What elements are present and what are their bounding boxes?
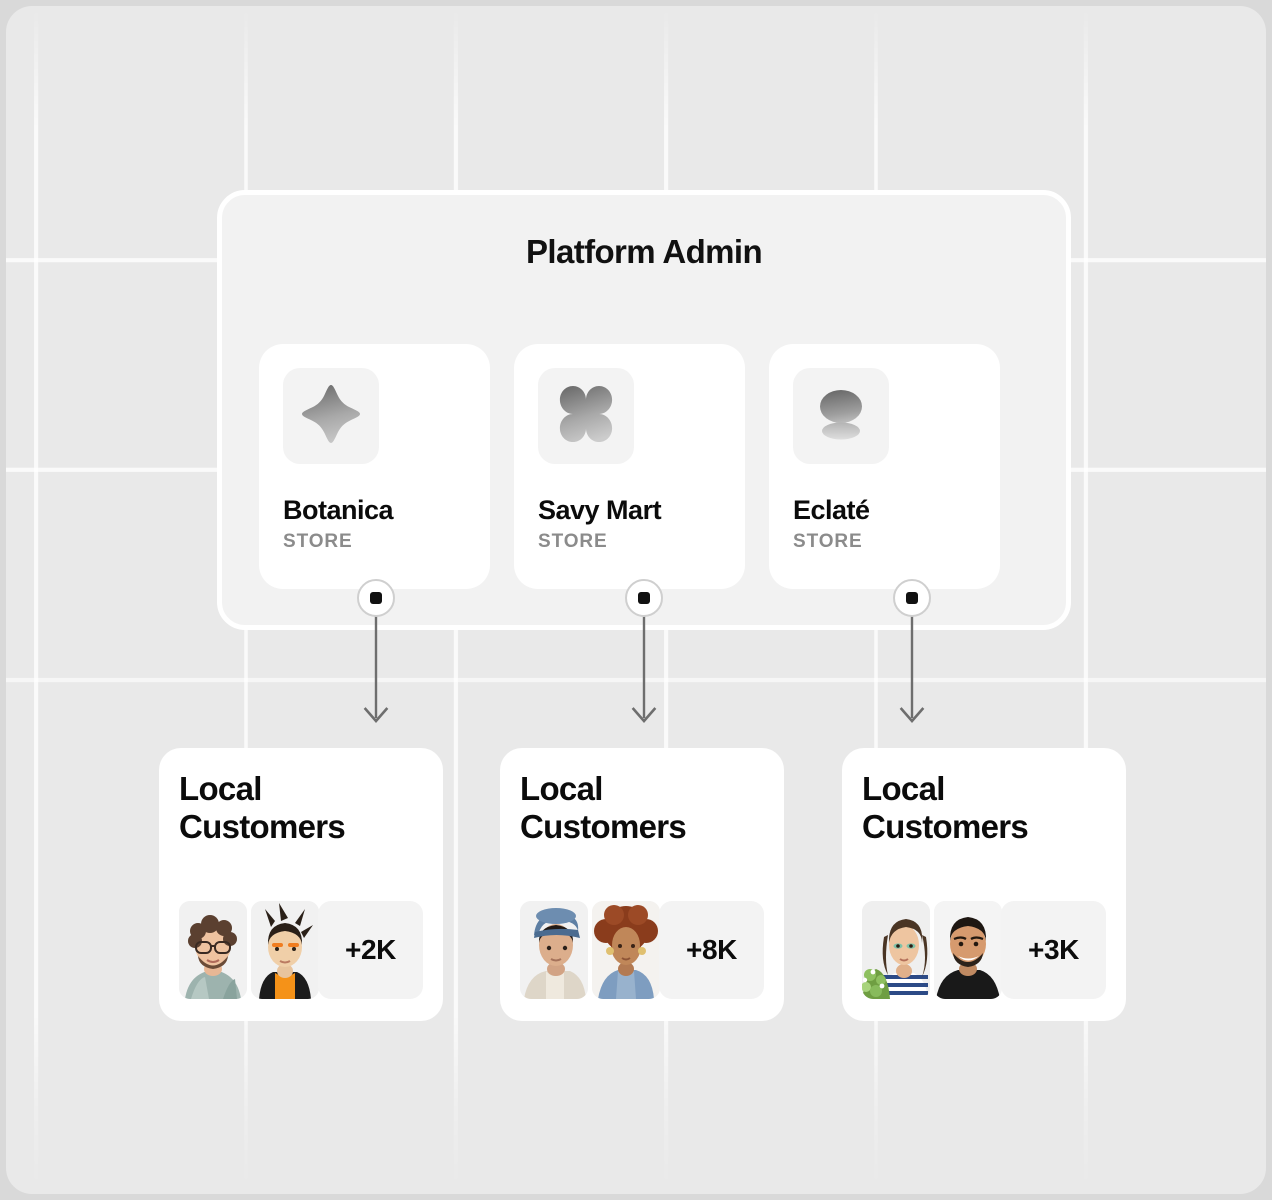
avatar-bearded-man-glasses — [179, 901, 247, 999]
customer-card-title: Local Customers — [520, 770, 687, 846]
avatar-group — [520, 901, 660, 999]
connector-arrow-botanica — [363, 614, 389, 723]
more-customers-chip[interactable]: +2K — [318, 901, 423, 999]
store-kind-label: STORE — [283, 531, 353, 553]
square-node-icon — [638, 592, 650, 604]
customer-card-title: Local Customers — [862, 770, 1029, 846]
store-kind-label: STORE — [793, 531, 863, 553]
diamond-petal-logo-icon — [301, 384, 361, 449]
connector-arrow-eclate — [899, 614, 925, 723]
avatar-woman-curly-hair — [592, 901, 660, 999]
avatar-man-denim-cap — [520, 901, 588, 999]
store-name: Botanica — [283, 495, 394, 525]
avatar-woman-striped-shirt — [862, 901, 930, 999]
customer-card-savy-mart[interactable]: Local Customers — [500, 748, 784, 1021]
page-title: Platform Admin — [525, 233, 763, 270]
customer-card-title: Local Customers — [179, 770, 346, 846]
platform-admin-panel: Platform Admin — [217, 190, 1071, 630]
store-card-list: Botanica STORE — [259, 344, 1029, 589]
store-logo-tile — [538, 368, 634, 464]
connector-node-botanica[interactable] — [357, 579, 395, 617]
store-name: Savy Mart — [538, 495, 662, 525]
connector-arrow-savy-mart — [631, 614, 657, 723]
store-kind-label: STORE — [538, 531, 608, 553]
store-logo-tile — [283, 368, 379, 464]
store-name: Eclaté — [793, 495, 870, 525]
square-node-icon — [370, 592, 382, 604]
clover-logo-icon — [557, 385, 615, 448]
store-card-botanica[interactable]: Botanica STORE — [259, 344, 490, 589]
customer-card-botanica[interactable]: Local Customers — [159, 748, 443, 1021]
customer-card-eclate[interactable]: Local Customers — [842, 748, 1126, 1021]
avatar-group — [862, 901, 1002, 999]
avatar-woman-orange-top — [251, 901, 319, 999]
connector-node-eclate[interactable] — [893, 579, 931, 617]
store-card-eclate[interactable]: Eclaté STORE — [769, 344, 1000, 589]
square-node-icon — [906, 592, 918, 604]
ellipse-reflection-logo-icon — [811, 386, 871, 447]
avatar-smiling-man-black-tee — [934, 901, 1002, 999]
store-logo-tile — [793, 368, 889, 464]
avatar-group — [179, 901, 319, 999]
connector-node-savy-mart[interactable] — [625, 579, 663, 617]
diagram-canvas: Platform Admin — [6, 6, 1266, 1194]
more-customers-chip[interactable]: +3K — [1001, 901, 1106, 999]
store-card-savy-mart[interactable]: Savy Mart STORE — [514, 344, 745, 589]
more-customers-chip[interactable]: +8K — [659, 901, 764, 999]
